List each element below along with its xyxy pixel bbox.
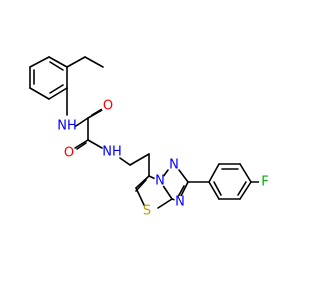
atom-fluorine: F bbox=[261, 175, 268, 190]
atom-sulfur: S bbox=[143, 204, 151, 219]
atom-o-lower: O bbox=[64, 146, 74, 161]
fluorophenyl-ring bbox=[187, 163, 262, 200]
structure-diagram: NH O O NH N N N S F bbox=[29, 56, 271, 219]
oxalamide-linker bbox=[66, 87, 150, 166]
ethyl-group bbox=[66, 56, 104, 68]
ethylphenyl-ring bbox=[29, 56, 68, 100]
atom-nh-lower: NH bbox=[102, 145, 122, 160]
molecule-canvas: NH O O NH N N N S F bbox=[29, 56, 271, 219]
atom-n-bridge: N bbox=[155, 174, 165, 189]
atom-n-low: N bbox=[175, 195, 185, 210]
atom-nh-upper: NH bbox=[57, 119, 77, 134]
atom-labels: NH O O NH N N N S F bbox=[57, 99, 271, 219]
atom-n-top: N bbox=[169, 158, 179, 173]
atom-o-upper: O bbox=[103, 99, 113, 114]
